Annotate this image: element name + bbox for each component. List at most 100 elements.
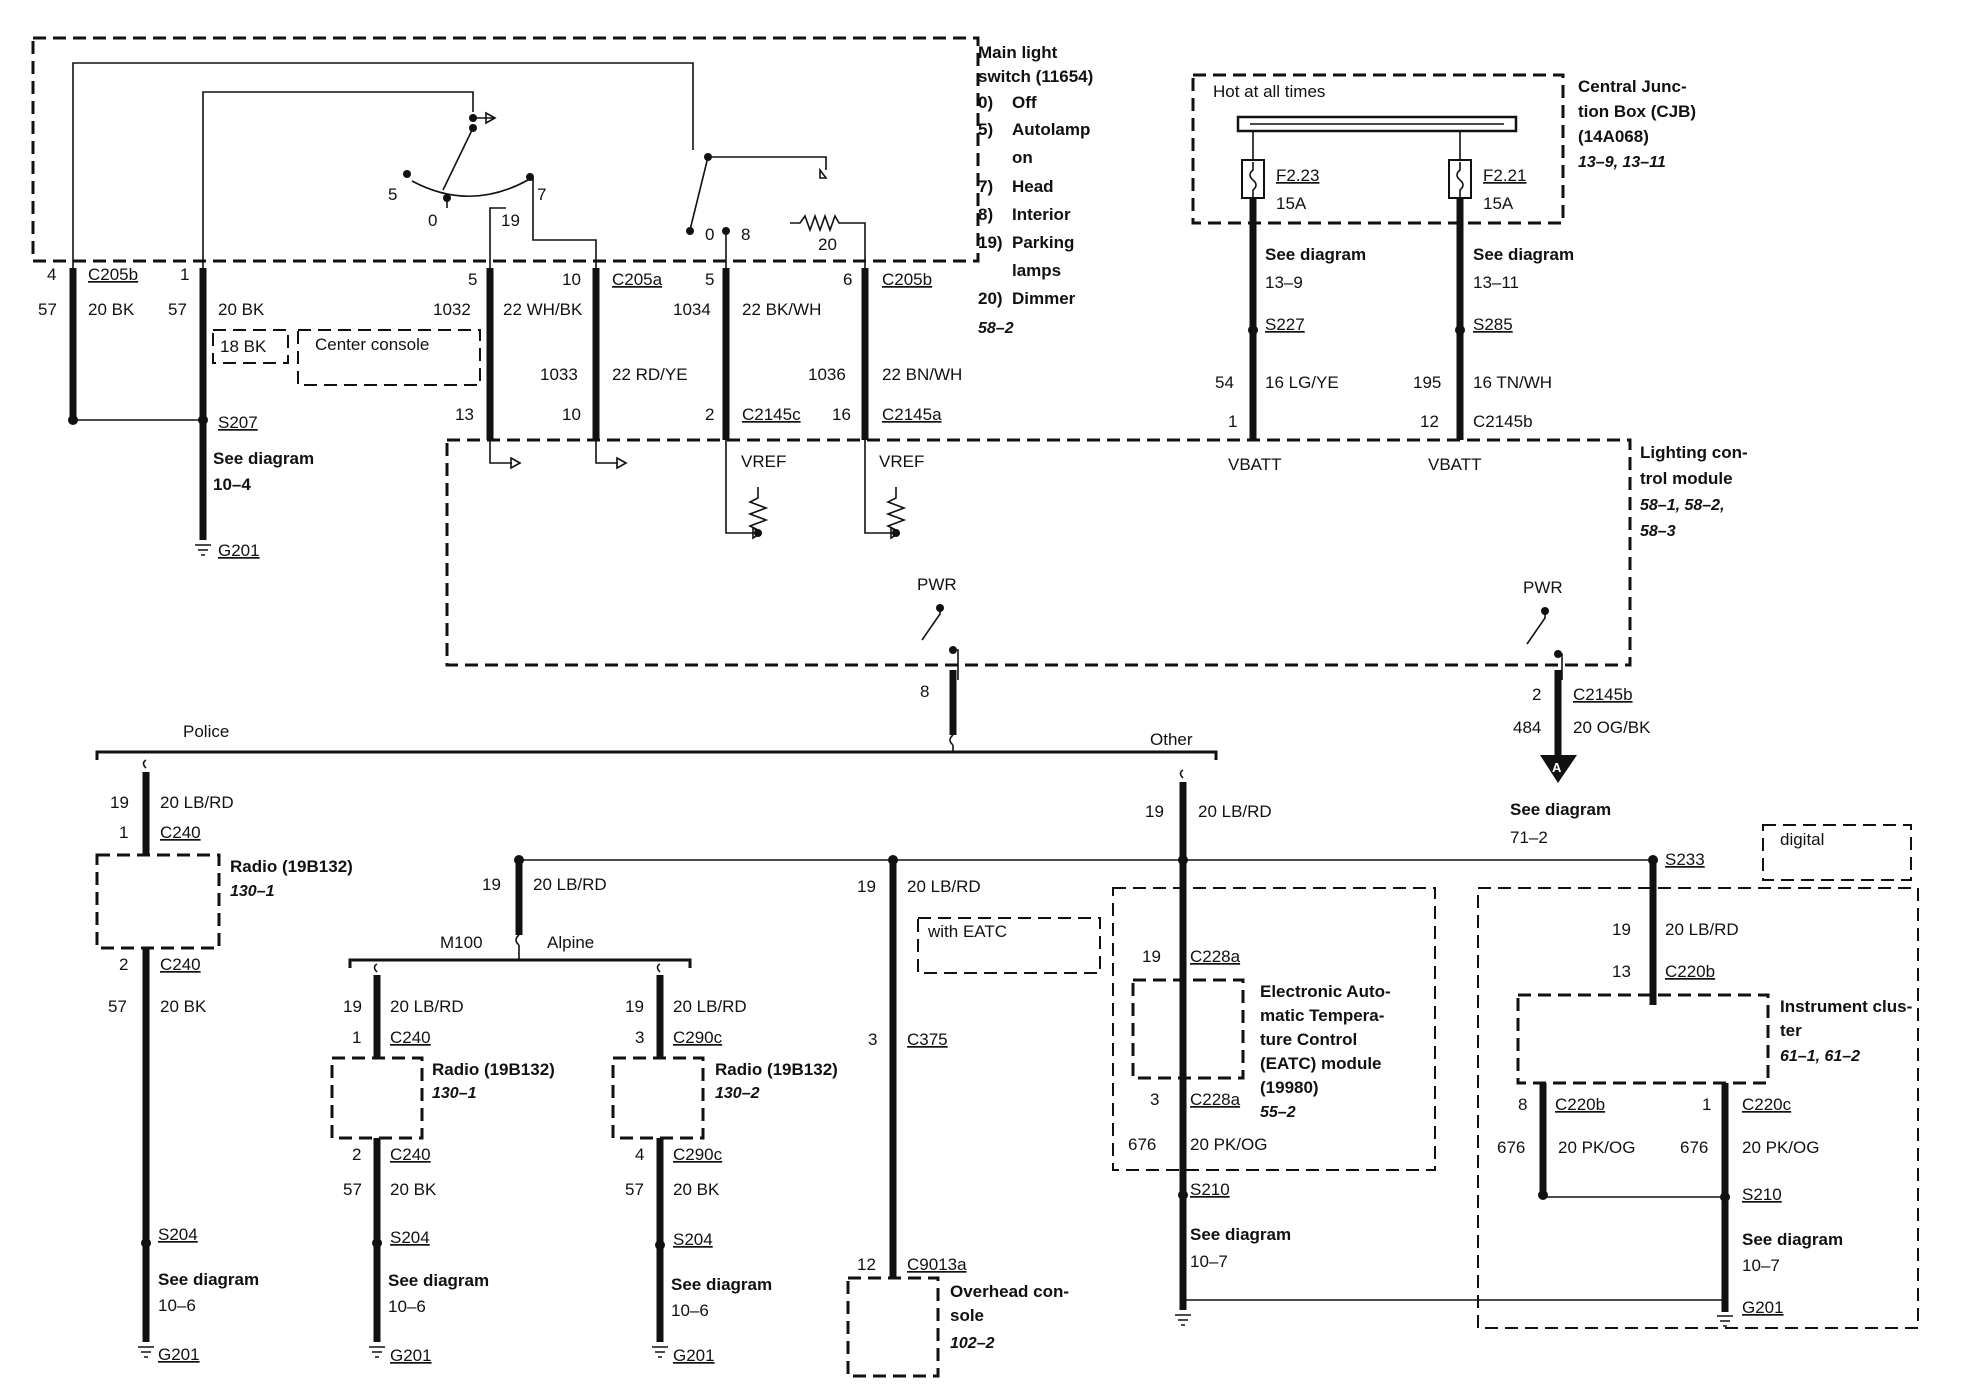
svg-text:61–1, 61–2: 61–1, 61–2	[1780, 1048, 1860, 1065]
pos-text-4: Interior	[1012, 205, 1071, 224]
switch-pos-0b: 0	[705, 225, 714, 244]
svg-text:16 TN/WH: 16 TN/WH	[1473, 373, 1552, 392]
eatc-module: 19 C228a Electronic Auto- matic Tempera-…	[1112, 887, 1725, 1326]
main-switch-ref: 58–2	[978, 320, 1014, 337]
svg-text:C2145b: C2145b	[1473, 412, 1533, 431]
switch-pos-5: 5	[388, 185, 397, 204]
svg-text:C240: C240	[390, 1145, 431, 1164]
svg-text:20 BK: 20 BK	[673, 1180, 720, 1199]
svg-text:19: 19	[482, 875, 501, 894]
svg-text:3: 3	[635, 1028, 644, 1047]
connector-a: A	[1552, 760, 1562, 775]
svg-text:C240: C240	[390, 1028, 431, 1047]
svg-text:20 PK/OG: 20 PK/OG	[1190, 1135, 1267, 1154]
instrument-cluster: S233 digital 19 20 LB/RD 13 C220b Instru…	[1477, 824, 1919, 1329]
svg-text:PWR: PWR	[1523, 578, 1563, 597]
branch-other: Other	[1150, 730, 1193, 749]
svg-text:676: 676	[1128, 1135, 1156, 1154]
svg-text:C9013a: C9013a	[907, 1255, 967, 1274]
svg-text:20 LB/RD: 20 LB/RD	[673, 997, 747, 1016]
svg-text:C205b: C205b	[88, 265, 138, 284]
svg-text:20 BK: 20 BK	[390, 1180, 437, 1199]
svg-text:13–11: 13–11	[1473, 273, 1519, 292]
svg-text:See diagram: See diagram	[1265, 245, 1366, 264]
svg-text:C2145b: C2145b	[1573, 685, 1633, 704]
svg-text:See diagram: See diagram	[1742, 1230, 1843, 1249]
radio-m100: 19 20 LB/RD 1 C240 Radio (19B132) 130–1 …	[330, 963, 555, 1365]
svg-text:19: 19	[1612, 920, 1631, 939]
svg-text:G201: G201	[1742, 1298, 1784, 1317]
svg-text:19: 19	[857, 877, 876, 896]
svg-text:ter: ter	[1780, 1021, 1802, 1040]
svg-text:VREF: VREF	[879, 452, 924, 471]
svg-text:102–2: 102–2	[950, 1335, 995, 1352]
svg-text:C290c: C290c	[673, 1028, 723, 1047]
svg-text:PWR: PWR	[917, 575, 957, 594]
svg-text:1: 1	[1702, 1095, 1711, 1114]
fuse-f2-21: F2.21	[1483, 166, 1526, 185]
svg-text:20 PK/OG: 20 PK/OG	[1558, 1138, 1635, 1157]
radio-bus: 19 20 LB/RD M100 Alpine	[348, 860, 692, 968]
svg-text:20 OG/BK: 20 OG/BK	[1573, 718, 1651, 737]
svg-text:4: 4	[47, 265, 56, 284]
svg-text:195: 195	[1413, 373, 1441, 392]
lcm-output-8: 8	[920, 670, 957, 746]
svg-text:20 LB/RD: 20 LB/RD	[1198, 802, 1272, 821]
svg-text:71–2: 71–2	[1510, 828, 1548, 847]
svg-text:Central Junc-: Central Junc-	[1578, 77, 1687, 96]
svg-text:(19980): (19980)	[1260, 1078, 1319, 1097]
svg-text:VBATT: VBATT	[1228, 455, 1282, 474]
svg-text:58–1, 58–2,: 58–1, 58–2,	[1640, 497, 1725, 514]
svg-text:See diagram: See diagram	[158, 1270, 259, 1289]
svg-text:19: 19	[1145, 802, 1164, 821]
wire-1036: 6 C205b 1036 22 BN/WH 16 C2145a	[808, 268, 962, 540]
svg-text:10–6: 10–6	[158, 1296, 196, 1315]
svg-text:20 LB/RD: 20 LB/RD	[533, 875, 607, 894]
svg-text:C205b: C205b	[882, 270, 932, 289]
svg-text:130–1: 130–1	[230, 883, 275, 900]
svg-text:19: 19	[110, 793, 129, 812]
svg-text:1036: 1036	[808, 365, 846, 384]
wire-195: See diagram 13–11 S285 195 16 TN/WH 12 C…	[1413, 198, 1574, 440]
splice-s233: S233	[1665, 850, 1705, 869]
svg-text:sole: sole	[950, 1306, 984, 1325]
svg-text:22 RD/YE: 22 RD/YE	[612, 365, 688, 384]
svg-text:676: 676	[1680, 1138, 1708, 1157]
svg-text:13: 13	[455, 405, 474, 424]
svg-text:S204: S204	[390, 1228, 430, 1247]
svg-text:C240: C240	[160, 823, 201, 842]
svg-text:1: 1	[119, 823, 128, 842]
pos-text-3: Head	[1012, 177, 1054, 196]
switch-positions-list: 0) Off 5) Autolamp on 7) Head 8) Interio…	[978, 93, 1090, 308]
svg-text:10–7: 10–7	[1190, 1252, 1228, 1271]
svg-text:C2145a: C2145a	[882, 405, 942, 424]
svg-text:10: 10	[562, 270, 581, 289]
splice-s285: S285	[1473, 315, 1513, 334]
svg-text:1: 1	[180, 265, 189, 284]
svg-text:57: 57	[343, 1180, 362, 1199]
svg-text:S204: S204	[158, 1225, 198, 1244]
svg-text:20 LB/RD: 20 LB/RD	[390, 997, 464, 1016]
svg-text:G201: G201	[390, 1346, 432, 1365]
svg-text:20 BK: 20 BK	[218, 300, 265, 319]
svg-text:See diagram: See diagram	[1190, 1225, 1291, 1244]
svg-text:(EATC) module: (EATC) module	[1260, 1054, 1382, 1073]
svg-text:See diagram: See diagram	[388, 1271, 489, 1290]
svg-text:20 LB/RD: 20 LB/RD	[907, 877, 981, 896]
svg-text:C228a: C228a	[1190, 947, 1241, 966]
svg-text:3: 3	[1150, 1090, 1159, 1109]
svg-text:20 BK: 20 BK	[160, 997, 207, 1016]
svg-text:13–9, 13–11: 13–9, 13–11	[1578, 154, 1666, 171]
svg-text:55–2: 55–2	[1260, 1104, 1296, 1121]
svg-text:19: 19	[625, 997, 644, 1016]
svg-text:C220b: C220b	[1555, 1095, 1605, 1114]
ground-g201-top: G201	[218, 541, 260, 560]
svg-text:tion Box (CJB): tion Box (CJB)	[1578, 102, 1696, 121]
svg-text:10–6: 10–6	[671, 1301, 709, 1320]
svg-text:1032: 1032	[433, 300, 471, 319]
police-other-brace: Police Other	[95, 722, 1218, 760]
pos-text-2: on	[1012, 148, 1033, 167]
svg-text:See diagram: See diagram	[1510, 800, 1611, 819]
svg-text:54: 54	[1215, 373, 1234, 392]
